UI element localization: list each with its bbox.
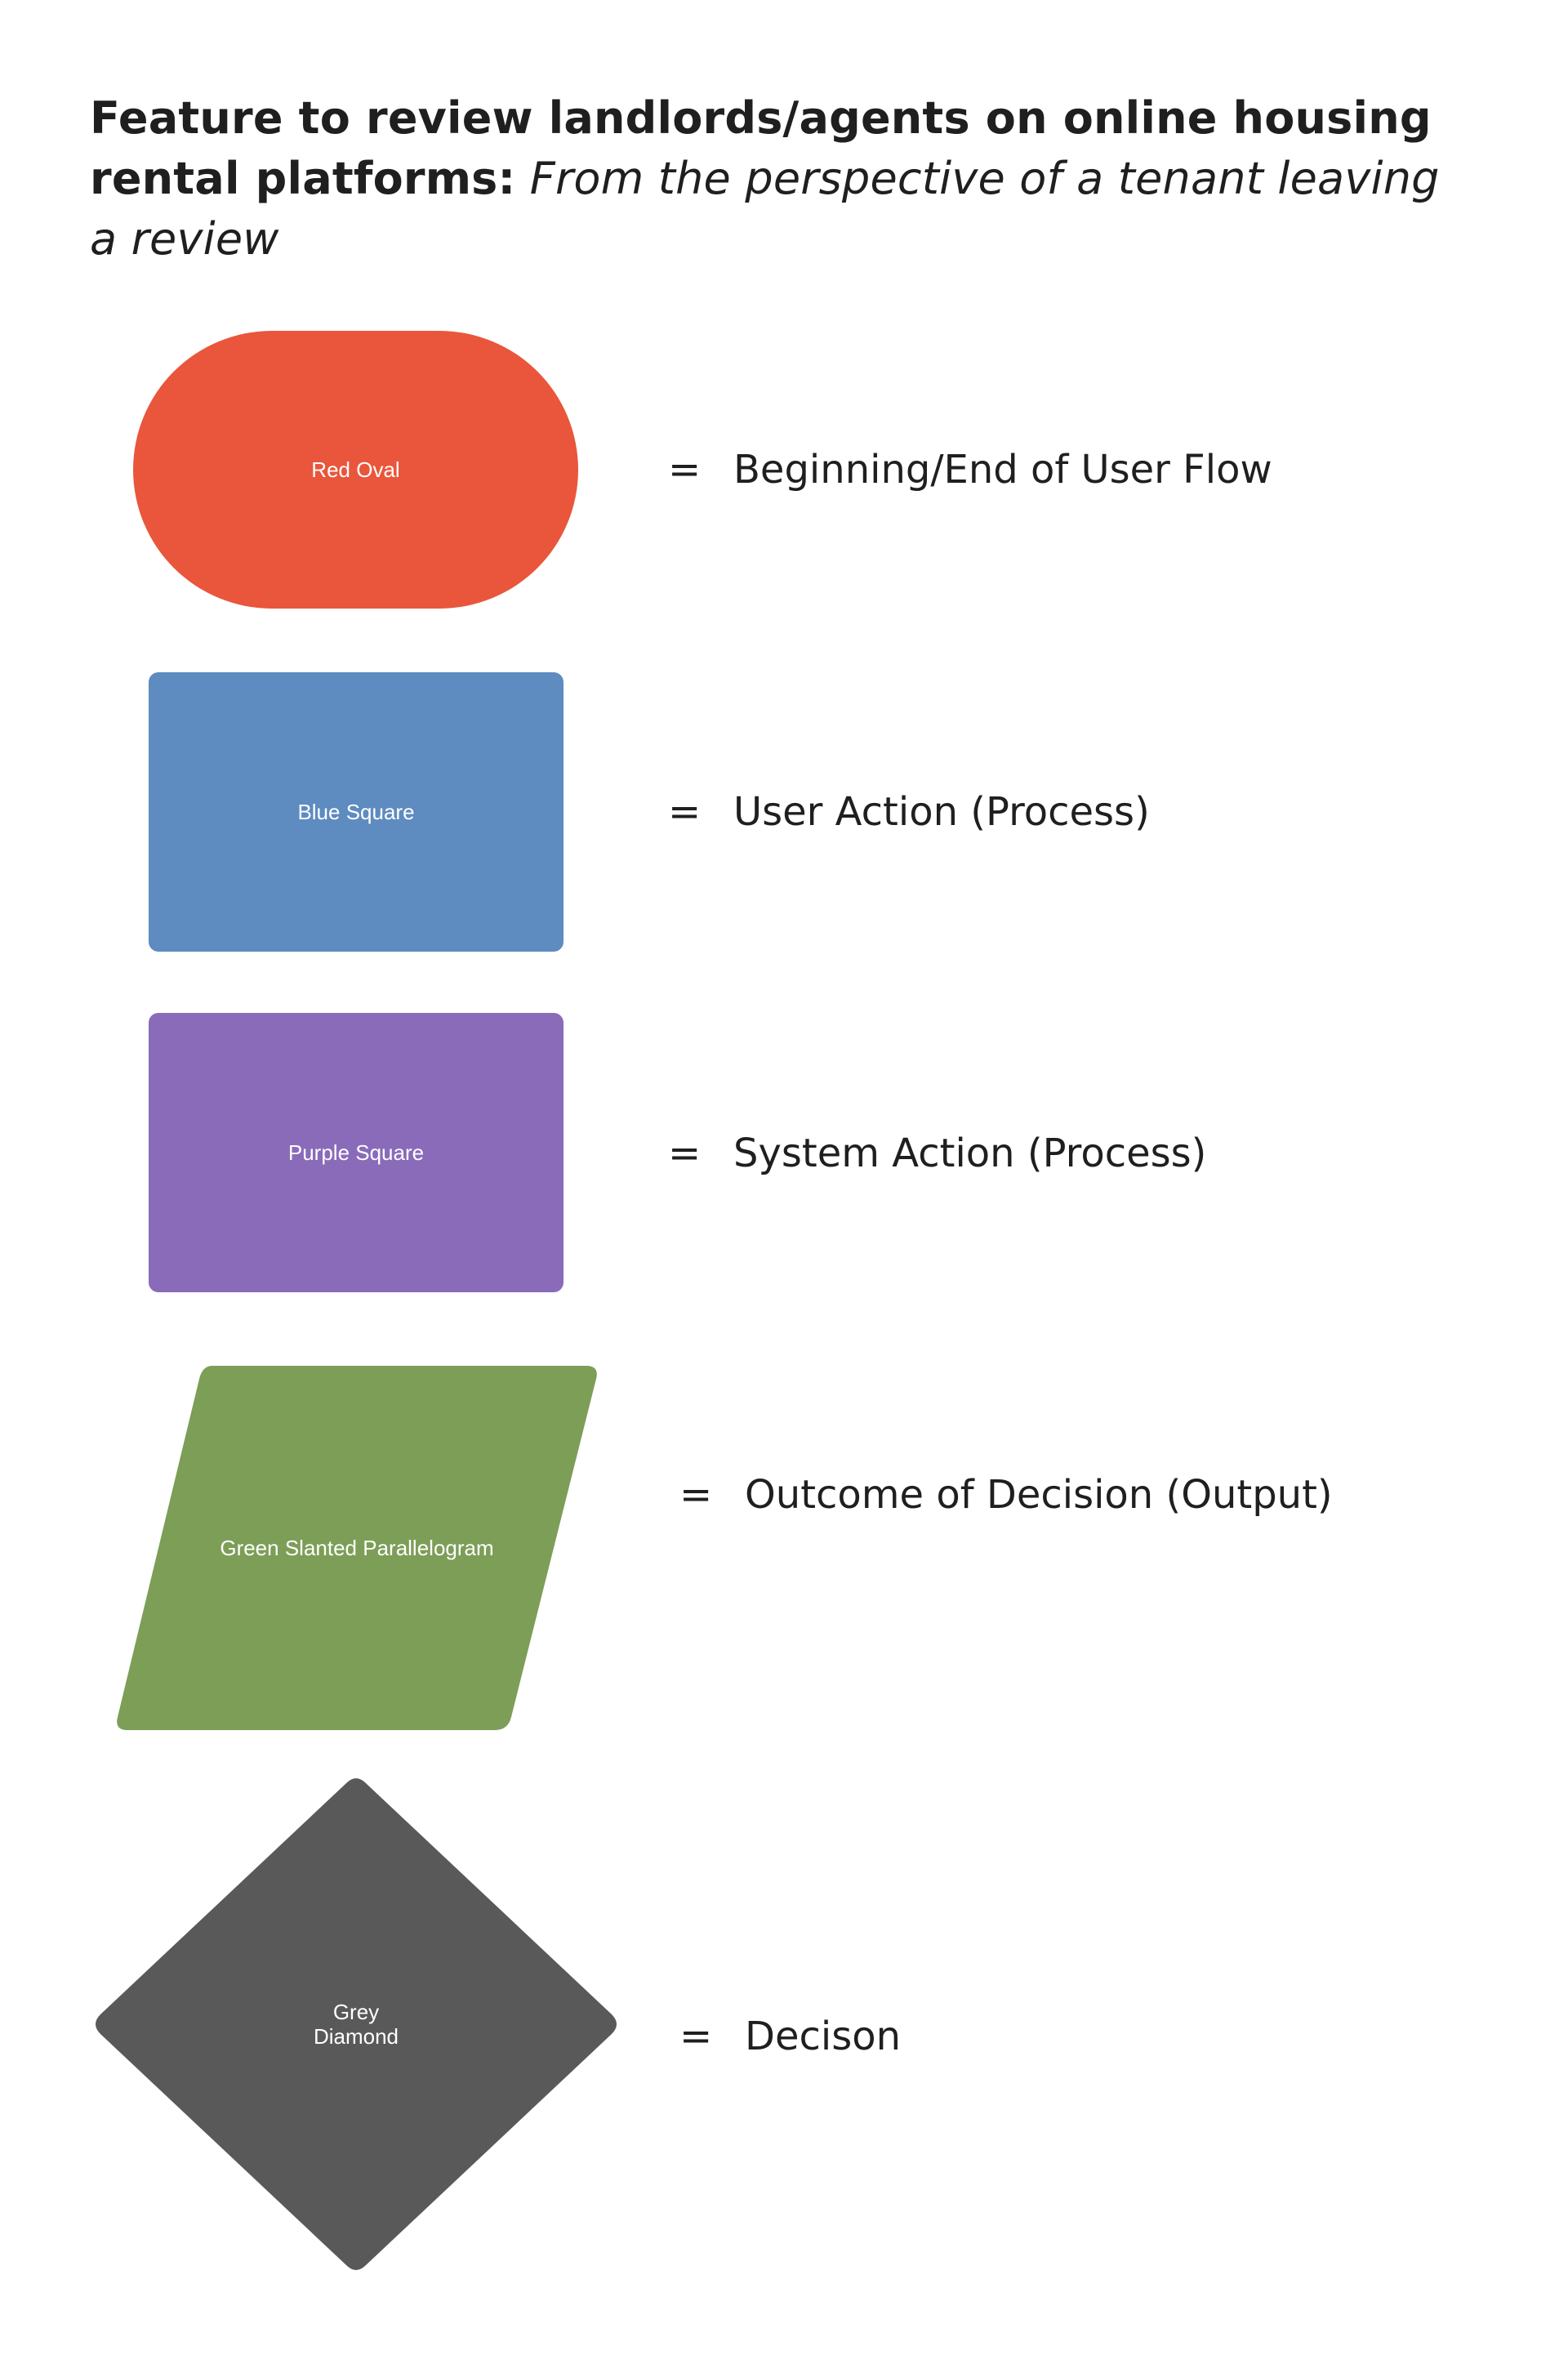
grey-diamond-shape: Grey Diamond	[92, 1777, 620, 2272]
blue-square-shape: Blue Square	[149, 672, 564, 952]
shape-label-grey-diamond: Grey Diamond	[313, 2000, 399, 2049]
title-italic: From the perspective of a tenant leaving…	[90, 153, 1440, 265]
purple-square-fill	[149, 1013, 564, 1292]
purple-square-graphic	[149, 1013, 564, 1292]
legend-meaning-decision: Decison	[745, 2014, 902, 2059]
diamond-fill	[96, 1778, 617, 2270]
blue-square-fill	[149, 672, 564, 952]
shape-label-green-parallelogram: Green Slanted Parallelogram	[220, 1536, 494, 1560]
oval-graphic	[133, 331, 578, 609]
legend-row-system-action: = System Action (Process)	[668, 1129, 1206, 1178]
parallelogram-graphic	[117, 1366, 597, 1730]
purple-square-shape: Purple Square	[149, 1013, 564, 1292]
parallelogram-fill	[117, 1366, 597, 1730]
shape-label-red-oval: Red Oval	[311, 457, 400, 482]
equals-sign: =	[668, 789, 702, 835]
oval-fill	[133, 331, 578, 609]
diamond-graphic	[96, 1778, 617, 2270]
equals-sign: =	[679, 1472, 713, 1518]
legend-meaning-outcome: Outcome of Decision (Output)	[745, 1472, 1333, 1518]
red-oval-shape: Red Oval	[133, 331, 578, 609]
legend-meaning-user-action: User Action (Process)	[733, 789, 1150, 835]
green-parallelogram-shape: Green Slanted Parallelogram	[116, 1366, 598, 1730]
equals-sign: =	[668, 447, 702, 493]
equals-sign: =	[668, 1131, 702, 1176]
title-bold: Feature to review landlords/agents on on…	[90, 92, 1432, 204]
legend-row-decision: = Decison	[679, 2012, 901, 2061]
legend-meaning-system-action: System Action (Process)	[733, 1131, 1207, 1176]
shape-label-purple-square: Purple Square	[287, 1140, 425, 1165]
shape-label-blue-square: Blue Square	[297, 800, 415, 824]
equals-sign: =	[679, 2014, 713, 2059]
blue-square-graphic	[149, 672, 564, 952]
page-title: Feature to review landlords/agents on on…	[90, 88, 1462, 270]
legend-row-beginning-end: = Beginning/End of User Flow	[668, 445, 1272, 494]
legend-row-outcome: = Outcome of Decision (Output)	[679, 1470, 1333, 1519]
legend-meaning-beginning-end: Beginning/End of User Flow	[733, 447, 1272, 493]
legend-row-user-action: = User Action (Process)	[668, 787, 1150, 836]
